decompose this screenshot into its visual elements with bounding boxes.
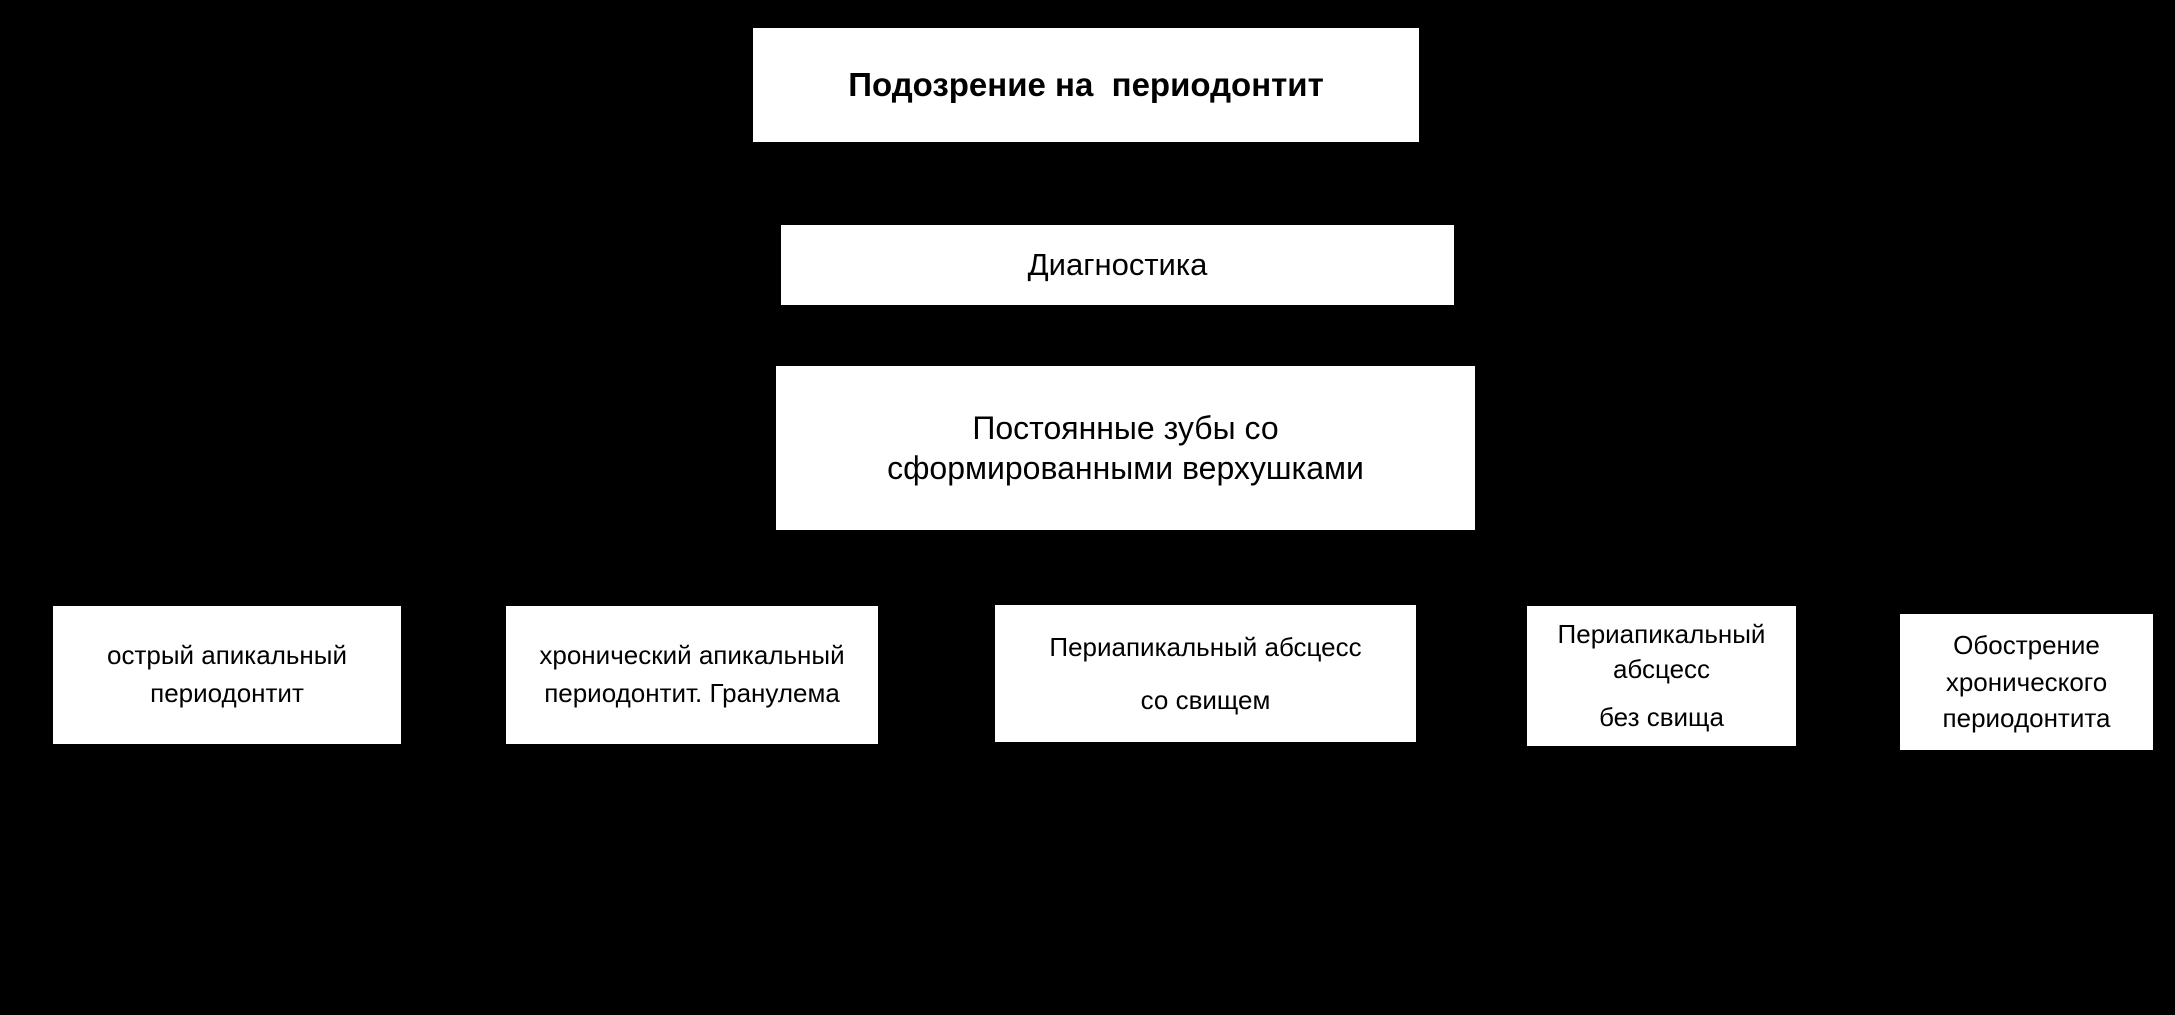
- node-text-line: периодонтит. Гранулема: [544, 678, 840, 708]
- node-text-line: Постоянные зубы со: [972, 410, 1279, 446]
- node-permanent-teeth-formed-apices: Постоянные зубы со сформированными верху…: [776, 366, 1475, 530]
- node-acute-apical-periodontitis: острый апикальный периодонтит: [53, 606, 401, 744]
- node-diagnostics: Диагностика: [781, 225, 1454, 305]
- node-exacerbation-chronic-periodontitis: Обострение хронического периодонтита: [1900, 614, 2153, 750]
- node-suspicion-periodontitis: Подозрение на периодонтит: [753, 28, 1419, 142]
- node-text-line: без свища: [1599, 701, 1724, 732]
- node-text-line: Периапикальный абсцесс: [1049, 632, 1362, 663]
- node-text-line: Подозрение на периодонтит: [848, 66, 1324, 103]
- node-text-line: сформированными верхушками: [887, 450, 1364, 486]
- node-text-line: острый апикальный: [106, 640, 348, 671]
- node-text-line: хронический апикальный: [539, 640, 845, 671]
- node-periapical-abscess-with-fistula: Периапикальный абсцесс со свищем: [995, 605, 1416, 742]
- node-text-line: периодонтит: [150, 678, 304, 708]
- node-text-line: со свищем: [1140, 684, 1271, 715]
- node-periapical-abscess-without-fistula: Периапикальный абсцесс без свища: [1527, 606, 1796, 746]
- node-text-line: Обострение хронического периодонтита: [1942, 630, 2115, 734]
- node-chronic-apical-periodontitis-granuloma: хронический апикальный периодонтит. Гран…: [506, 606, 878, 744]
- node-text-line: Периапикальный абсцесс: [1557, 619, 1773, 685]
- node-text-line: Диагностика: [1027, 247, 1208, 282]
